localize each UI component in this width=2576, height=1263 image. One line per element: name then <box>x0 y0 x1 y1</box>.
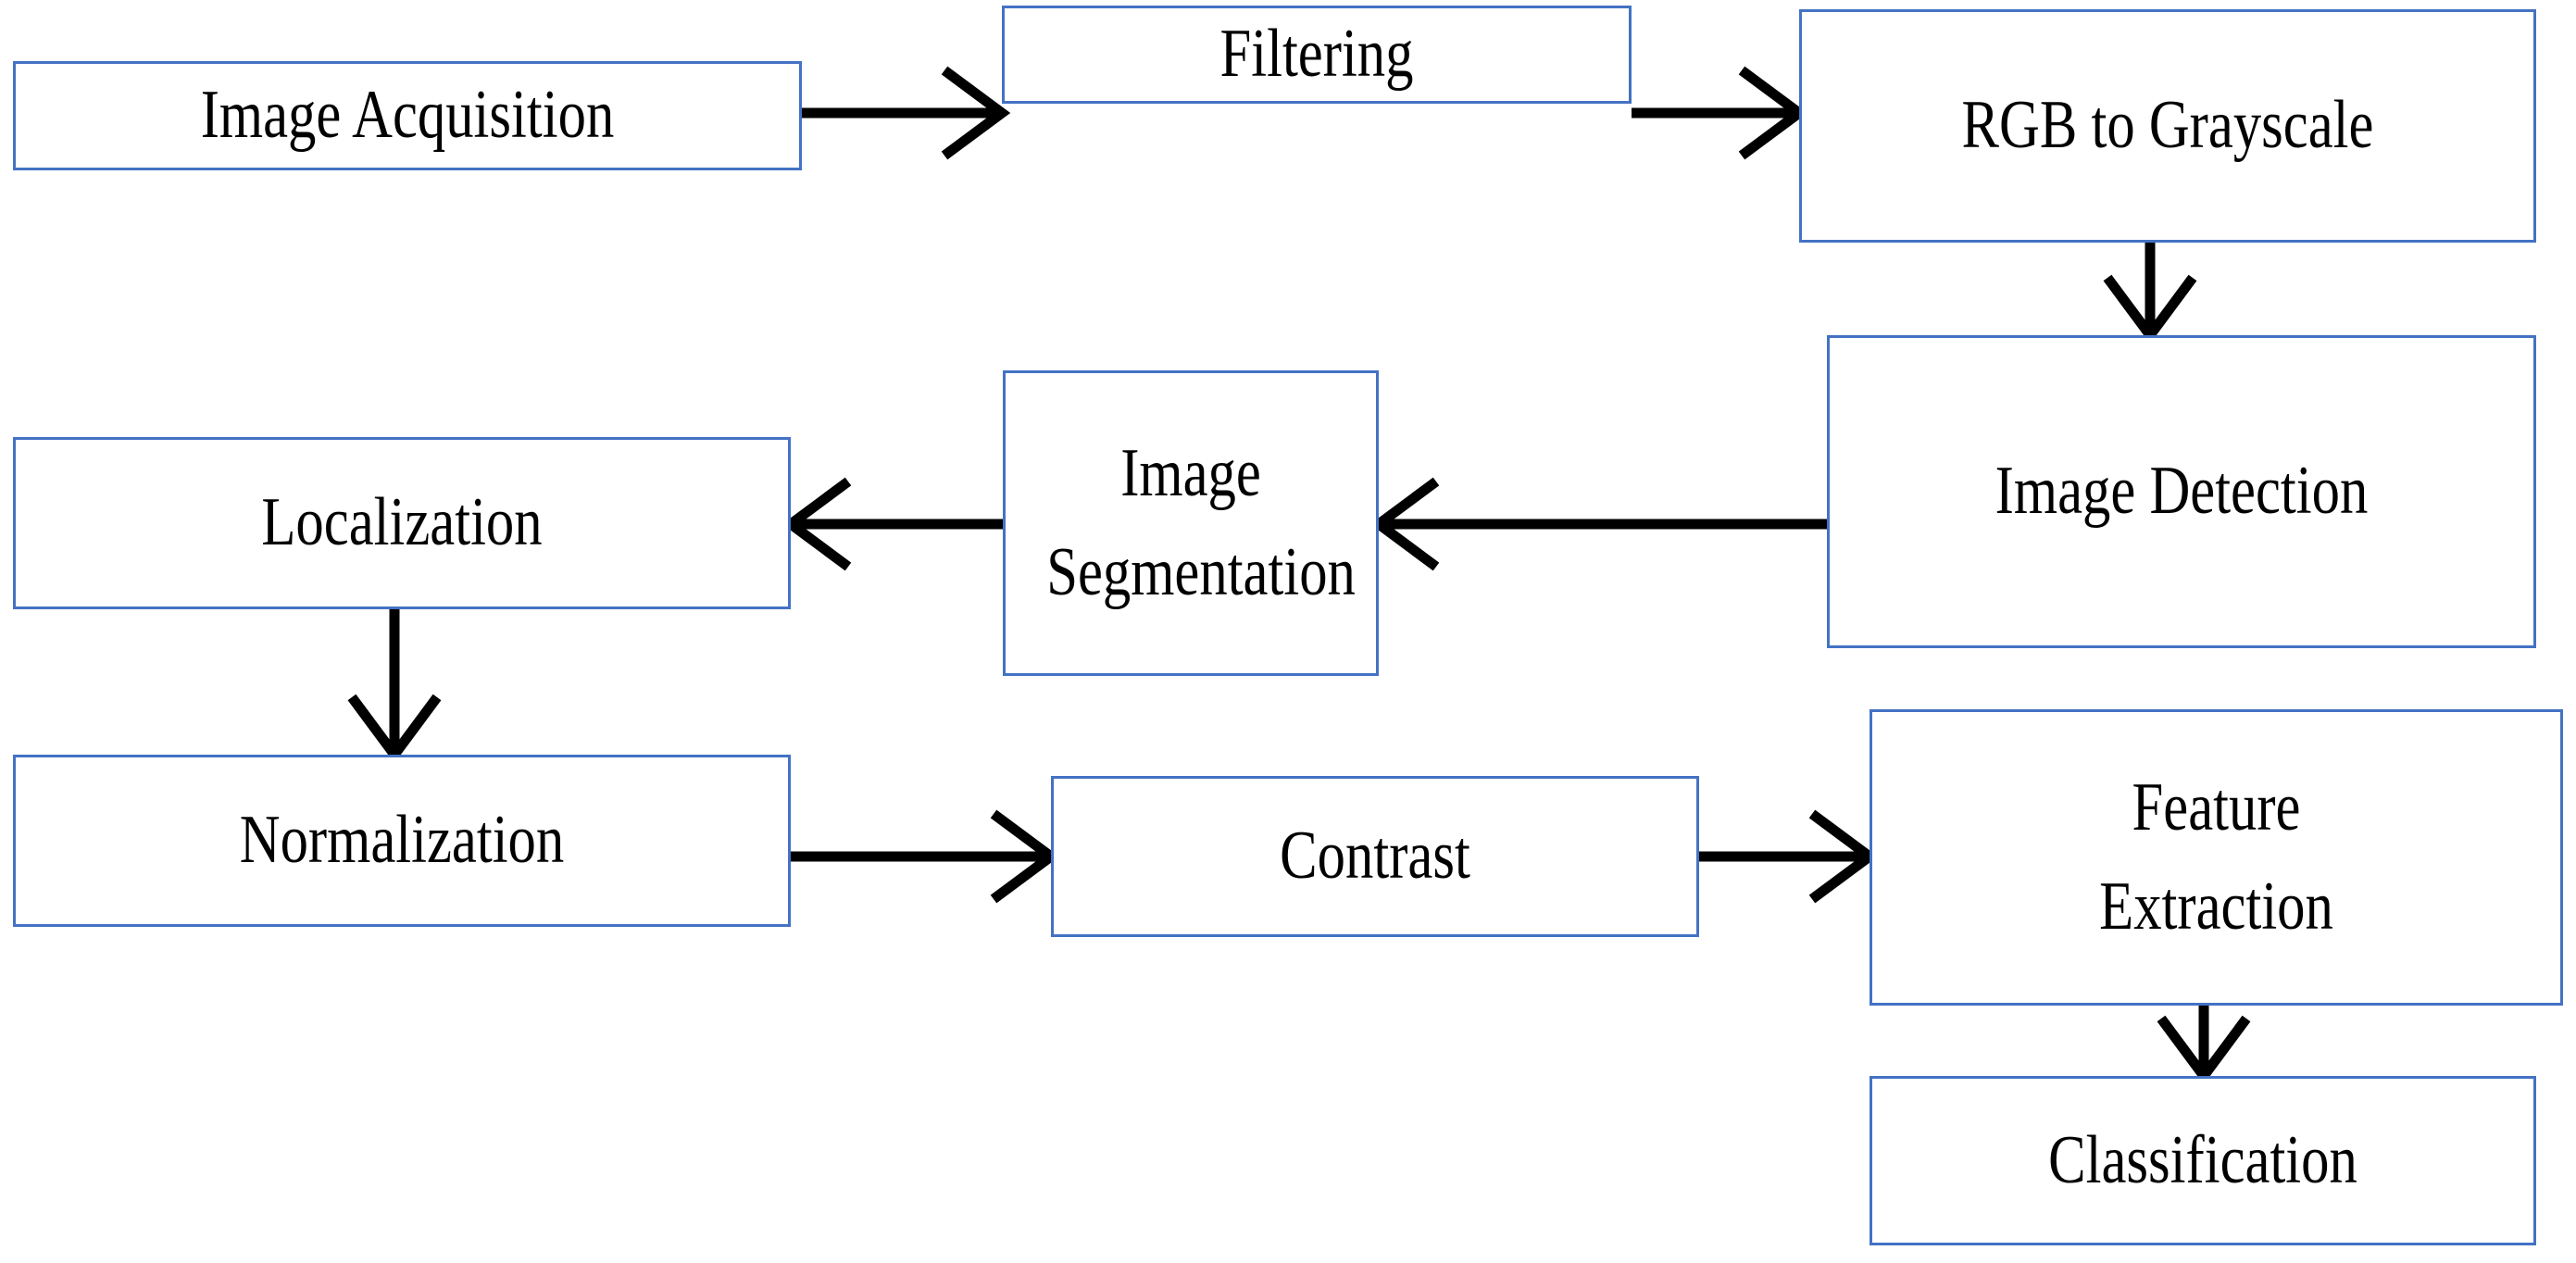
node-label: Image Acquisition <box>200 77 615 154</box>
arrow-detection-to-seg <box>1369 477 1827 571</box>
node-label: Filtering <box>1219 16 1414 93</box>
node-rgb-to-grayscale[interactable]: RGB to Grayscale <box>1799 9 2536 243</box>
node-image-segmentation[interactable]: Image Segmentation <box>1003 370 1379 676</box>
node-contrast[interactable]: Contrast <box>1051 776 1699 937</box>
node-label: Normalization <box>239 802 565 879</box>
node-label: RGB to Grayscale <box>1961 87 2374 164</box>
arrow-norm-to-contrast <box>791 809 1060 904</box>
node-normalization[interactable]: Normalization <box>13 755 791 927</box>
node-label: Localization <box>261 484 543 561</box>
node-label: Feature Extraction <box>2099 769 2333 944</box>
node-localization[interactable]: Localization <box>13 437 791 609</box>
arrow-contrast-to-feat <box>1699 809 1879 904</box>
arrow-filter-to-rgb <box>1632 66 1808 160</box>
arrow-local-to-norm <box>347 609 442 764</box>
node-label: Image Detection <box>1995 453 2369 530</box>
node-feature-extraction[interactable]: Feature Extraction <box>1869 709 2563 1006</box>
node-filtering[interactable]: Filtering <box>1002 6 1632 104</box>
node-image-detection[interactable]: Image Detection <box>1827 335 2536 648</box>
arrow-acq-to-filter <box>802 66 1011 160</box>
node-classification[interactable]: Classification <box>1869 1076 2536 1245</box>
arrow-rgb-to-detection <box>2103 243 2197 344</box>
arrow-feat-to-class <box>2157 1006 2251 1085</box>
arrow-seg-to-local <box>782 477 1003 571</box>
node-label: Classification <box>2048 1121 2357 1198</box>
node-image-acquisition[interactable]: Image Acquisition <box>13 61 802 170</box>
node-label: Image Segmentation <box>1046 434 1356 610</box>
node-label: Contrast <box>1280 818 1470 894</box>
